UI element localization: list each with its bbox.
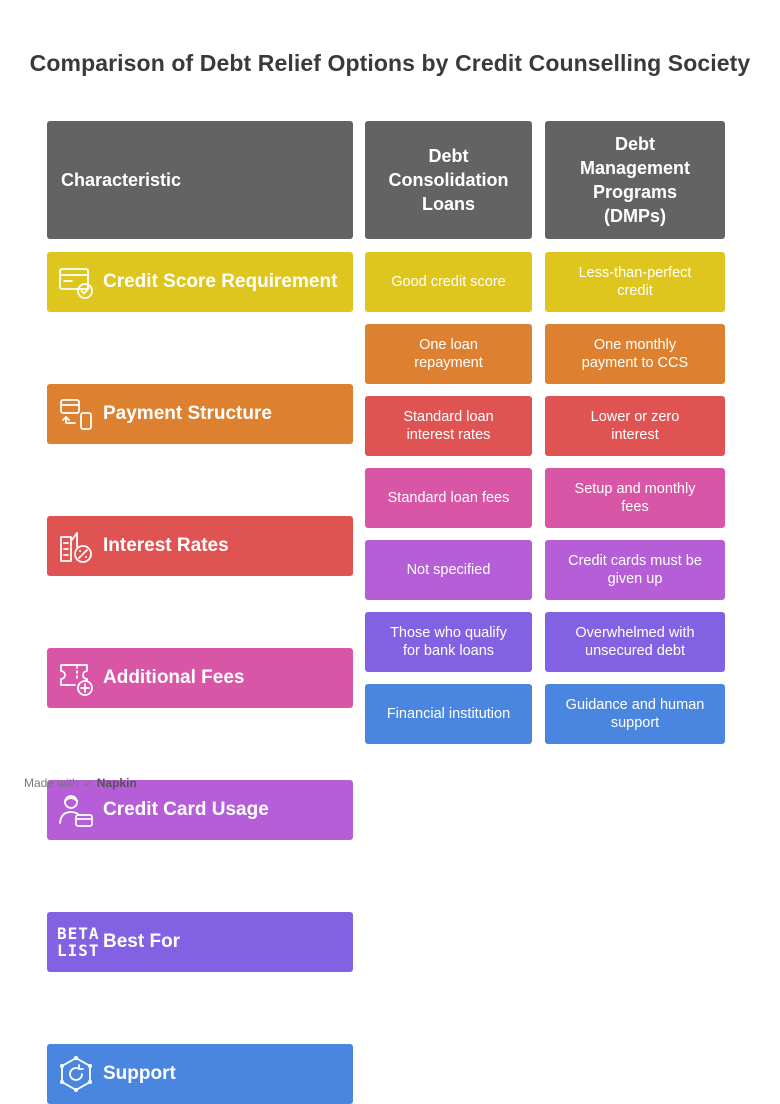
row-label-credit-score-requirement: Credit Score Requirement (47, 252, 353, 312)
row-label-payment-structure: Payment Structure (47, 384, 353, 444)
ticket-plus-icon (57, 659, 95, 697)
row-label-text: Additional Fees (103, 667, 245, 688)
row-label-additional-fees: Additional Fees (47, 648, 353, 708)
row-label-text: Best For (103, 931, 181, 952)
debt-consolidation-value-payment-structure: One loan repayment (365, 324, 532, 384)
napkin-logo-icon: ➶ (82, 776, 93, 790)
row-label-text: Credit Score Requirement (103, 271, 338, 292)
debt-consolidation-value-best-for: Those who qualify for bank loans (365, 612, 532, 672)
debt-consolidation-value-credit-card-usage: Not specified (365, 540, 532, 600)
card-to-phone-payment-icon (57, 395, 95, 433)
dmp-value-credit-score-requirement: Less-than-perfect credit (545, 252, 725, 312)
page-title: Comparison of Debt Relief Options by Cre… (29, 50, 751, 76)
debt-consolidation-value-credit-score-requirement: Good credit score (365, 252, 532, 312)
dmp-value-payment-structure: One monthly payment to CCS (545, 324, 725, 384)
dmp-value-best-for: Overwhelmed with unsecured debt (545, 612, 725, 672)
dmp-value-interest-rates: Lower or zero interest (545, 396, 725, 456)
row-label-text: Payment Structure (103, 403, 272, 424)
header-debt-consolidation-loans: Debt Consolidation Loans (365, 121, 532, 239)
dmp-value-support: Guidance and human support (545, 684, 725, 744)
header-debt-management-programs: Debt Management Programs (DMPs) (545, 121, 725, 239)
row-label-support: Support (47, 1044, 353, 1104)
footer-attribution: Made with ➶ Napkin (24, 776, 137, 790)
row-label-interest-rates: Interest Rates (47, 516, 353, 576)
person-card-icon (57, 791, 95, 829)
debt-consolidation-value-additional-fees: Standard loan fees (365, 468, 532, 528)
building-percent-icon (57, 527, 95, 565)
debt-consolidation-value-interest-rates: Standard loan interest rates (365, 396, 532, 456)
dmp-value-additional-fees: Setup and monthly fees (545, 468, 725, 528)
debt-consolidation-value-support: Financial institution (365, 684, 532, 744)
row-label-text: Interest Rates (103, 535, 229, 556)
header-characteristic: Characteristic (47, 121, 353, 239)
credit-card-check-icon (57, 263, 95, 301)
support-network-icon (57, 1055, 95, 1093)
row-label-text: Credit Card Usage (103, 799, 269, 820)
dmp-value-credit-card-usage: Credit cards must be given up (545, 540, 725, 600)
row-label-text: Support (103, 1063, 176, 1084)
